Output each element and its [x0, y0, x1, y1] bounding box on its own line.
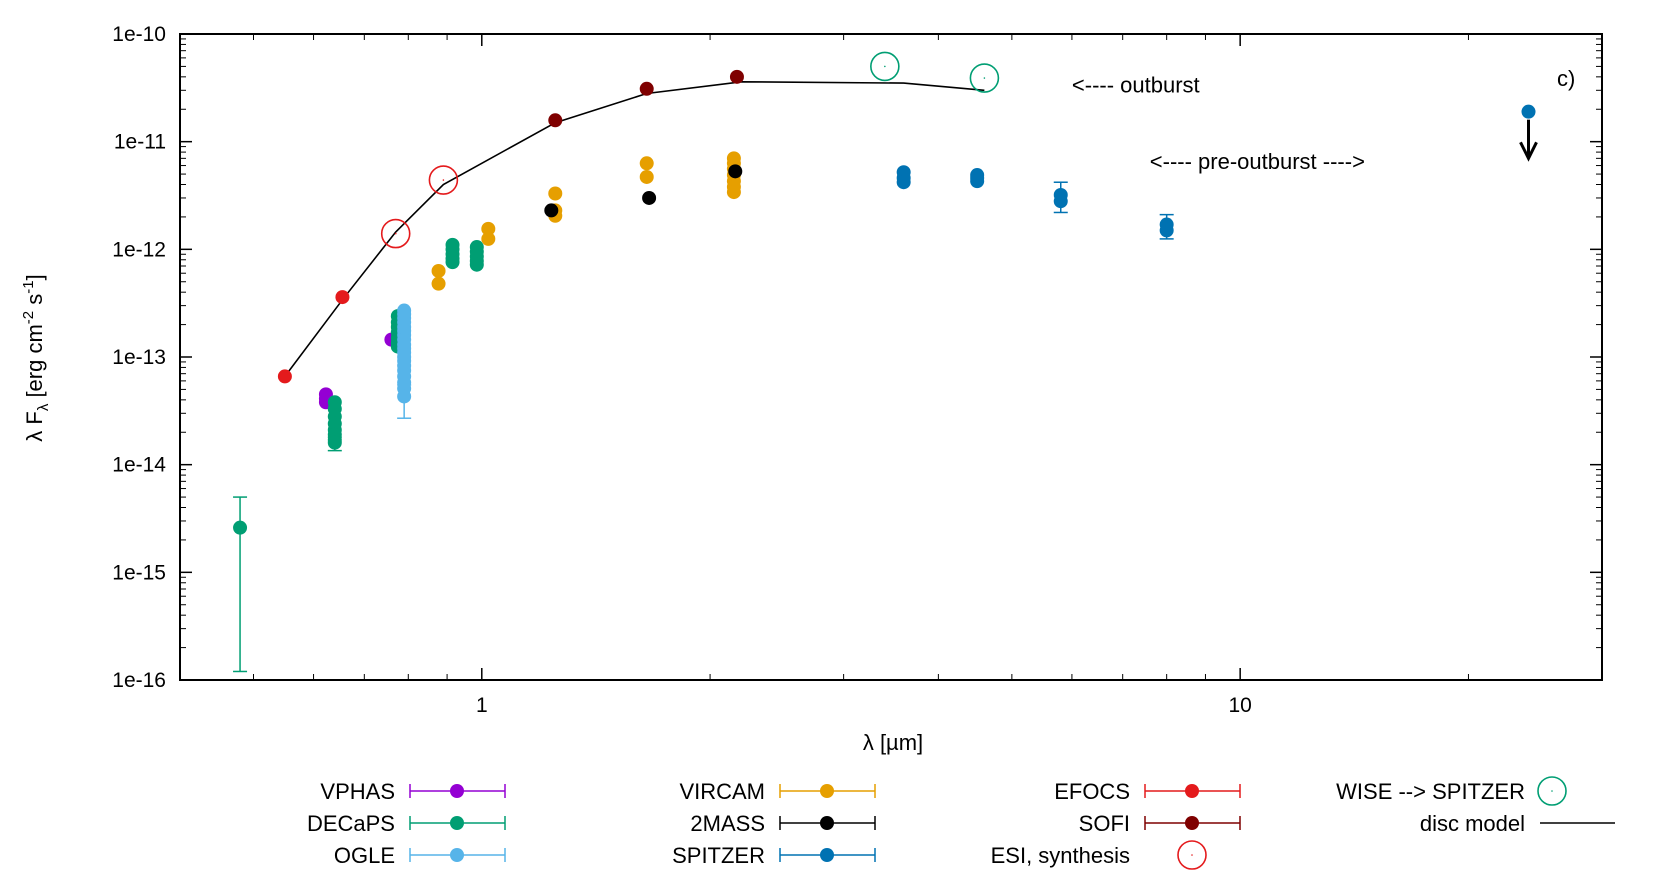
- data-point: [431, 263, 446, 278]
- legend-label: OGLE: [334, 843, 395, 868]
- data-point: [1159, 223, 1174, 238]
- data-point: [896, 175, 911, 190]
- x-tick-label: 10: [1228, 694, 1251, 717]
- data-point: [639, 156, 654, 171]
- y-tick-label: 1e-12: [112, 238, 166, 261]
- legend-item-sofi: SOFI: [1079, 811, 1241, 836]
- legend-label: WISE --> SPITZER: [1336, 779, 1525, 804]
- legend-label: VIRCAM: [679, 779, 765, 804]
- legend-marker: [450, 784, 464, 798]
- data-point: [428, 165, 459, 195]
- plot-frame: [179, 33, 1603, 681]
- series-decaps: [233, 237, 484, 673]
- data-point-center: [442, 179, 445, 181]
- legend-label: ESI, synthesis: [991, 843, 1130, 868]
- disc-model-line: [284, 80, 985, 377]
- legend-label: VPHAS: [320, 779, 395, 804]
- legend-marker: [1177, 840, 1207, 870]
- legend-marker: [450, 816, 464, 830]
- y-tick-label: 1e-14: [112, 454, 166, 477]
- data-point: [445, 255, 460, 270]
- axis-ticks: [179, 33, 1603, 681]
- legend-label: 2MASS: [690, 811, 765, 836]
- annotation-text: <---- pre-outburst ---->: [1150, 149, 1365, 174]
- x-tick-label: 1: [476, 694, 488, 717]
- legend-item-spitzer: SPITZER: [672, 843, 876, 868]
- legend: VPHAS DECaPS OGLE VIRCAM 2MASS SPITZER EFOCS SO…: [307, 776, 1615, 870]
- data-point: [548, 186, 563, 201]
- series-wise-spitzer: [870, 51, 1000, 93]
- data-point: [431, 276, 446, 291]
- legend-item-efocs: EFOCS: [1054, 779, 1241, 804]
- data-point: [397, 389, 412, 404]
- y-tick-label: 1e-15: [112, 561, 166, 584]
- legend-item-disc-model: disc model: [1420, 811, 1615, 836]
- legend-item-2mass: 2MASS: [690, 811, 876, 836]
- legend-item-esi-synthesis: ESI, synthesis: [991, 840, 1207, 870]
- legend-marker: [1185, 816, 1199, 830]
- data-point-center: [884, 65, 886, 68]
- data-point-center: [394, 232, 397, 235]
- data-point: [544, 203, 559, 218]
- y-tick-label: 1e-13: [112, 346, 166, 369]
- series-spitzer: [896, 104, 1536, 240]
- legend-marker: [820, 816, 834, 830]
- data-point-center: [983, 77, 986, 79]
- legend-item-vphas: VPHAS: [320, 779, 506, 804]
- y-tick-label: 1e-11: [114, 131, 166, 154]
- data-point: [481, 221, 496, 236]
- legend-item-vircam: VIRCAM: [679, 779, 876, 804]
- y-tick-label: 1e-16: [112, 669, 166, 692]
- data-point: [870, 51, 900, 82]
- series-esi-synthesis: [380, 165, 459, 249]
- panel-label: c): [1557, 66, 1575, 91]
- y-axis-label: λ Fλ [erg cm-2 s-1]: [20, 274, 52, 441]
- annotation-text: <---- outburst: [1072, 72, 1200, 97]
- series-ogle: [397, 303, 412, 419]
- legend-label: SOFI: [1079, 811, 1130, 836]
- legend-label: DECaPS: [307, 811, 395, 836]
- data-point: [969, 63, 1000, 93]
- data-point: [233, 520, 248, 535]
- legend-marker: [1537, 776, 1567, 806]
- data-point: [970, 174, 985, 189]
- data-point: [380, 218, 411, 249]
- data-point: [639, 81, 654, 96]
- data-point: [1521, 104, 1536, 119]
- data-marks: [233, 51, 1538, 673]
- data-point: [1053, 194, 1068, 209]
- legend-label: disc model: [1420, 811, 1525, 836]
- data-point: [327, 435, 342, 450]
- tick-labels: 1e-10 1e-11 1e-12 1e-13 1e-14 1e-15 1e-16 1 10: [112, 23, 1252, 717]
- legend-label: SPITZER: [672, 843, 765, 868]
- annotations: <---- outburst <---- pre-outburst ---->: [1072, 72, 1365, 174]
- y-tick-label: 1e-10: [112, 23, 166, 46]
- legend-marker: [1185, 784, 1199, 798]
- upper-limit-arrow: [1519, 119, 1538, 162]
- data-point: [469, 257, 484, 272]
- data-point: [277, 369, 292, 384]
- legend-item-wise-spitzer: WISE --> SPITZER: [1336, 776, 1567, 806]
- legend-marker: [820, 784, 834, 798]
- x-axis-label: λ [µm]: [863, 730, 923, 755]
- series-sofi: [548, 69, 744, 128]
- data-point: [729, 69, 744, 84]
- data-point: [639, 169, 654, 184]
- legend-marker: [450, 848, 464, 862]
- data-point: [728, 164, 743, 179]
- data-point: [642, 190, 657, 205]
- data-point: [335, 290, 350, 305]
- legend-label: EFOCS: [1054, 779, 1130, 804]
- legend-item-decaps: DECaPS: [307, 811, 506, 836]
- data-point: [726, 185, 741, 200]
- data-point: [481, 231, 496, 246]
- series-disc-model: [284, 80, 985, 377]
- legend-marker: [820, 848, 834, 862]
- series-efocs: [277, 290, 350, 384]
- series-2mass: [544, 164, 743, 218]
- legend-item-ogle: OGLE: [334, 843, 506, 868]
- data-point: [548, 113, 563, 128]
